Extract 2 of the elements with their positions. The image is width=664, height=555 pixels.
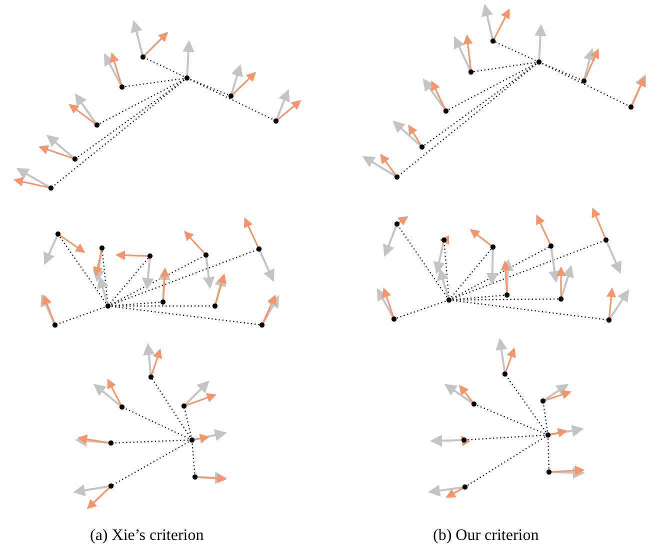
panel-caption: (b) Our criterion (433, 527, 539, 545)
panel-caption: (a) Xie’s criterion (90, 527, 204, 545)
